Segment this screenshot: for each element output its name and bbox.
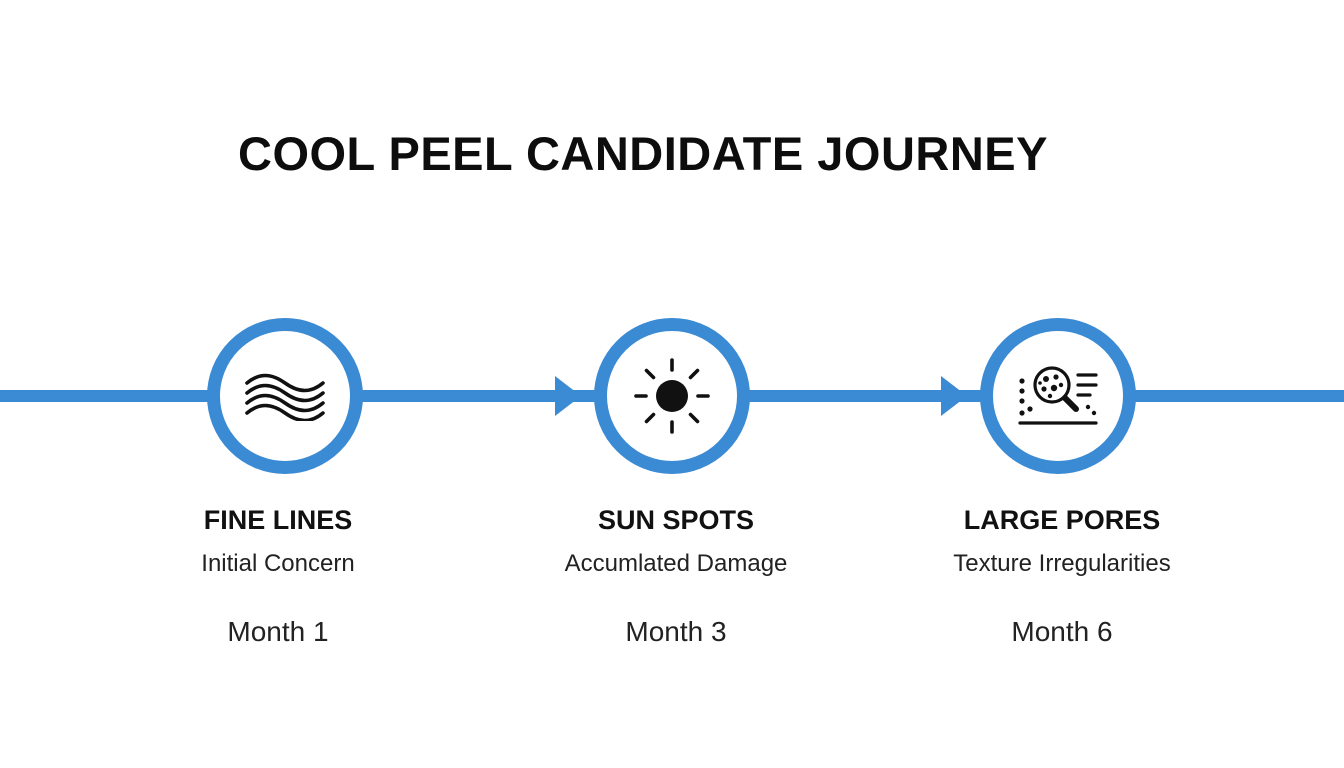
step-subtitle: Accumlated Damage <box>564 550 788 577</box>
timeline-node-fine-lines <box>207 318 363 474</box>
step-large-pores: LARGE PORES Texture Irregularities Month… <box>882 500 1242 652</box>
step-month: Month 3 <box>625 616 727 647</box>
sun-icon <box>634 358 710 434</box>
timeline-arrow-1 <box>555 376 581 416</box>
step-subtitle: Texture Irregularities <box>953 550 1171 577</box>
step-sun-spots: SUN SPOTS Accumlated Damage Month 3 <box>496 500 856 652</box>
step-title: FINE LINES <box>203 505 353 535</box>
step-title: LARGE PORES <box>963 505 1161 535</box>
step-title: SUN SPOTS <box>597 505 755 535</box>
magnified-pores-icon <box>1018 366 1098 425</box>
page-title: COOL PEEL CANDIDATE JOURNEY <box>238 127 1048 180</box>
timeline-node-sun-spots <box>594 318 750 474</box>
step-subtitle: Initial Concern <box>201 550 355 577</box>
step-month: Month 6 <box>1011 616 1113 647</box>
timeline-node-large-pores <box>980 318 1136 474</box>
timeline-arrow-2 <box>941 376 967 416</box>
step-month: Month 1 <box>227 616 329 647</box>
step-fine-lines: FINE LINES Initial Concern Month 1 <box>98 500 458 652</box>
wavy-lines-icon <box>245 373 325 421</box>
